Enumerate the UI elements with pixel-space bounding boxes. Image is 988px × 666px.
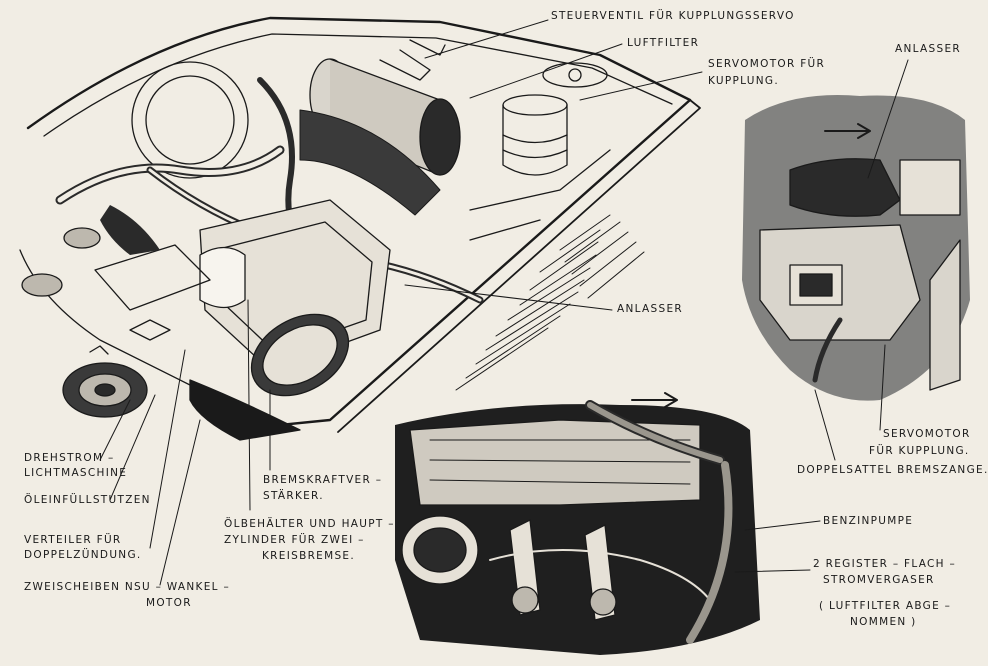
label-doppelsattel: DOPPELSATTEL BREMSZANGE. xyxy=(797,464,988,476)
starter-detail-sketch xyxy=(742,95,970,401)
label-oeleinfuell: ÖLEINFÜLLSTUTZEN xyxy=(24,494,151,506)
label-luftfilter-abg-2: NOMMEN ) xyxy=(850,616,917,628)
label-luftfilter-abg-1: ( LUFTFILTER ABGE – xyxy=(819,600,952,612)
label-servomotor-right-1: SERVOMOTOR xyxy=(883,428,971,440)
label-verteiler-1: VERTEILER FÜR xyxy=(24,534,122,546)
label-register-2: STROMVERGASER xyxy=(823,574,935,586)
label-luftfilter: LUFTFILTER xyxy=(627,37,700,49)
label-benzinpumpe: BENZINPUMPE xyxy=(823,515,914,527)
label-anlasser-mid: ANLASSER xyxy=(617,303,683,315)
label-steuerventil: STEUERVENTIL FÜR KUPPLUNGSSERVO xyxy=(551,10,795,22)
carburetor-detail-sketch xyxy=(395,392,760,655)
label-oelbehaelter-2: ZYLINDER FÜR ZWEI – xyxy=(224,534,365,546)
label-register-1: 2 REGISTER – FLACH – xyxy=(813,558,957,570)
label-oelbehaelter-3: KREISBREMSE. xyxy=(262,550,356,562)
label-verteiler-2: DOPPELZÜNDUNG. xyxy=(24,549,142,561)
label-bremskraft-1: BREMSKRAFTVER – xyxy=(263,474,383,486)
label-anlasser-right: ANLASSER xyxy=(895,43,961,55)
label-zweischeiben-1: ZWEISCHEIBEN NSU – WANKEL – xyxy=(24,581,230,593)
label-servomotor-right-2: FÜR KUPPLUNG. xyxy=(869,445,970,457)
label-drehstrom-2: LICHTMASCHINE xyxy=(24,467,128,479)
label-drehstrom-1: DREHSTROM – xyxy=(24,452,115,464)
label-oelbehaelter-1: ÖLBEHÄLTER UND HAUPT – xyxy=(224,518,395,530)
label-servomotor-top-1: SERVOMOTOR FÜR xyxy=(708,58,826,70)
leader-lines xyxy=(99,19,909,586)
engine-bay-sketch xyxy=(19,16,701,441)
label-bremskraft-2: STÄRKER. xyxy=(263,490,324,502)
label-zweischeiben-2: MOTOR xyxy=(146,597,192,609)
label-servomotor-top-2: KUPPLUNG. xyxy=(708,75,779,87)
